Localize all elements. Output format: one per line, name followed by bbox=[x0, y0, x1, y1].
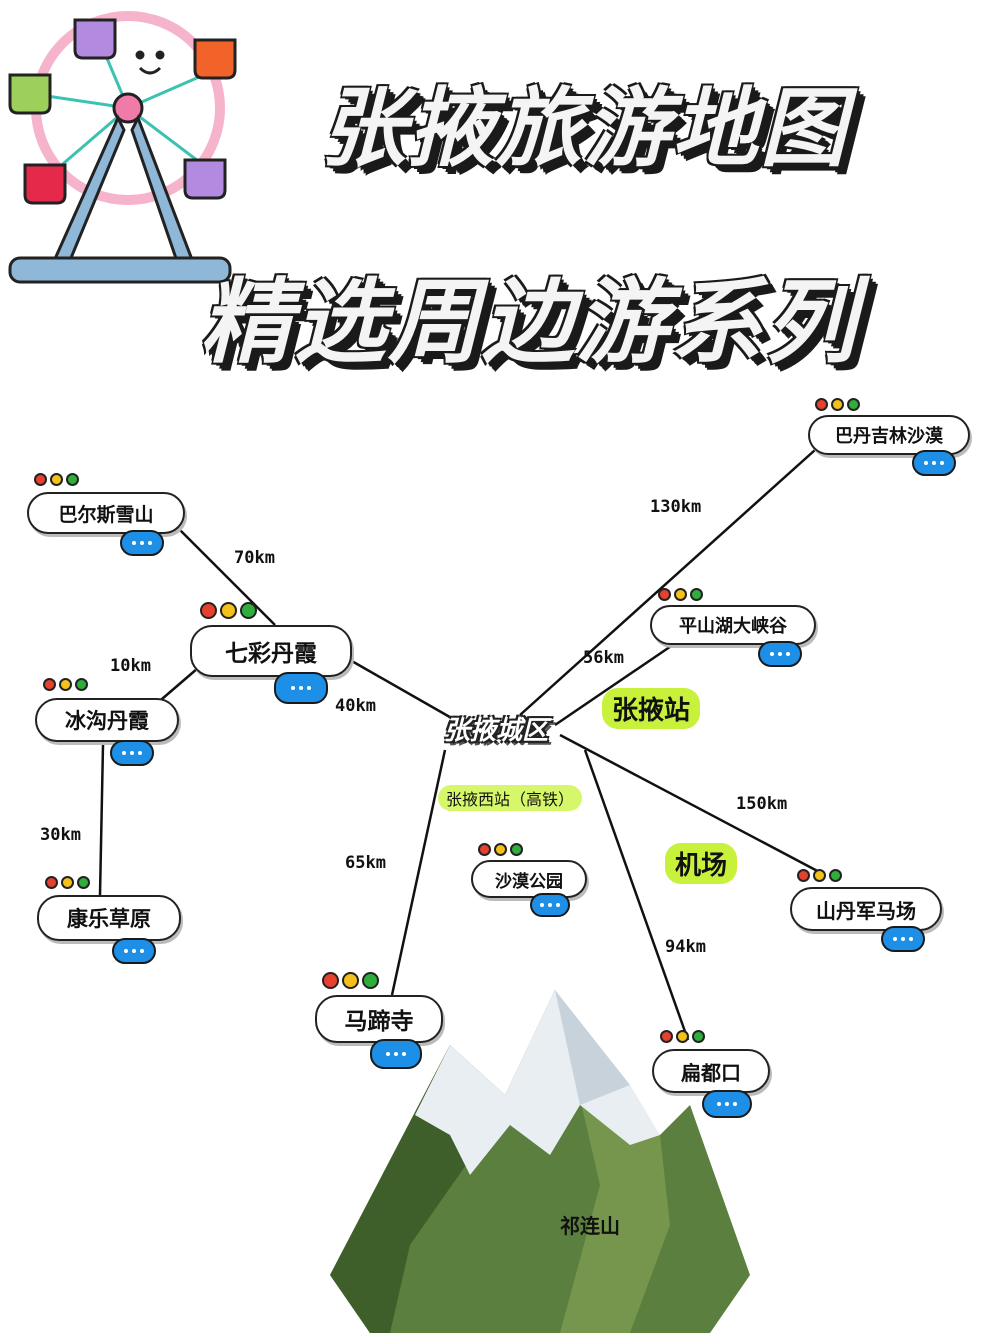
attraction-label: 扁都口 bbox=[652, 1049, 770, 1093]
more-dots-icon[interactable] bbox=[370, 1039, 422, 1069]
attraction-label: 山丹军马场 bbox=[790, 887, 942, 931]
attraction-label: 沙漠公园 bbox=[471, 860, 587, 898]
traffic-lights-icon bbox=[34, 473, 79, 486]
more-dots-icon[interactable] bbox=[110, 740, 154, 766]
attraction-label: 马蹄寺 bbox=[315, 995, 443, 1043]
traffic-lights-icon bbox=[478, 843, 523, 856]
distance-mati: 65km bbox=[345, 853, 386, 873]
distance-kangle: 30km bbox=[40, 825, 81, 845]
distance-pingshan-lake: 56km bbox=[583, 648, 624, 668]
more-dots-icon[interactable] bbox=[881, 926, 925, 952]
attraction-label: 冰沟丹霞 bbox=[35, 698, 179, 742]
attraction-label: 巴丹吉林沙漠 bbox=[808, 415, 970, 455]
more-dots-icon[interactable] bbox=[912, 450, 956, 476]
mountain-icon bbox=[330, 990, 750, 1333]
traffic-lights-icon bbox=[797, 869, 842, 882]
traffic-lights-icon bbox=[45, 876, 90, 889]
distance-baersi: 70km bbox=[234, 548, 275, 568]
more-dots-icon[interactable] bbox=[274, 672, 328, 704]
attraction-label: 七彩丹霞 bbox=[190, 625, 352, 677]
traffic-lights-icon bbox=[660, 1030, 705, 1043]
hub-label: 张掖城区 bbox=[444, 716, 549, 746]
distance-biandukou: 94km bbox=[665, 937, 706, 957]
title-line-1: 张掖旅游地图 bbox=[320, 79, 848, 179]
title-line-2: 精选周边游系列 bbox=[200, 269, 859, 376]
traffic-lights-icon bbox=[200, 602, 257, 619]
airport-tag: 机场 bbox=[665, 843, 738, 884]
more-dots-icon[interactable] bbox=[112, 938, 156, 964]
attraction-label: 康乐草原 bbox=[37, 895, 181, 941]
traffic-lights-icon bbox=[658, 588, 703, 601]
traffic-lights-icon bbox=[43, 678, 88, 691]
distance-shandan: 150km bbox=[736, 794, 788, 814]
west-station-tag: 张掖西站（高铁） bbox=[438, 785, 583, 811]
more-dots-icon[interactable] bbox=[120, 530, 164, 556]
more-dots-icon[interactable] bbox=[758, 641, 802, 667]
more-dots-icon[interactable] bbox=[702, 1090, 752, 1118]
traffic-lights-icon bbox=[322, 972, 379, 989]
more-dots-icon[interactable] bbox=[530, 893, 570, 917]
station-tag: 张掖站 bbox=[602, 688, 701, 729]
attraction-label: 平山湖大峡谷 bbox=[650, 605, 816, 645]
distance-badan-jilin: 130km bbox=[650, 497, 702, 517]
ferris-wheel-icon bbox=[8, 11, 237, 284]
traffic-lights-icon bbox=[815, 398, 860, 411]
mountain-label: 祁连山 bbox=[560, 1214, 620, 1238]
distance-binggou: 10km bbox=[110, 656, 151, 676]
attraction-label: 巴尔斯雪山 bbox=[27, 492, 185, 534]
distance-qicai: 40km bbox=[335, 696, 376, 716]
